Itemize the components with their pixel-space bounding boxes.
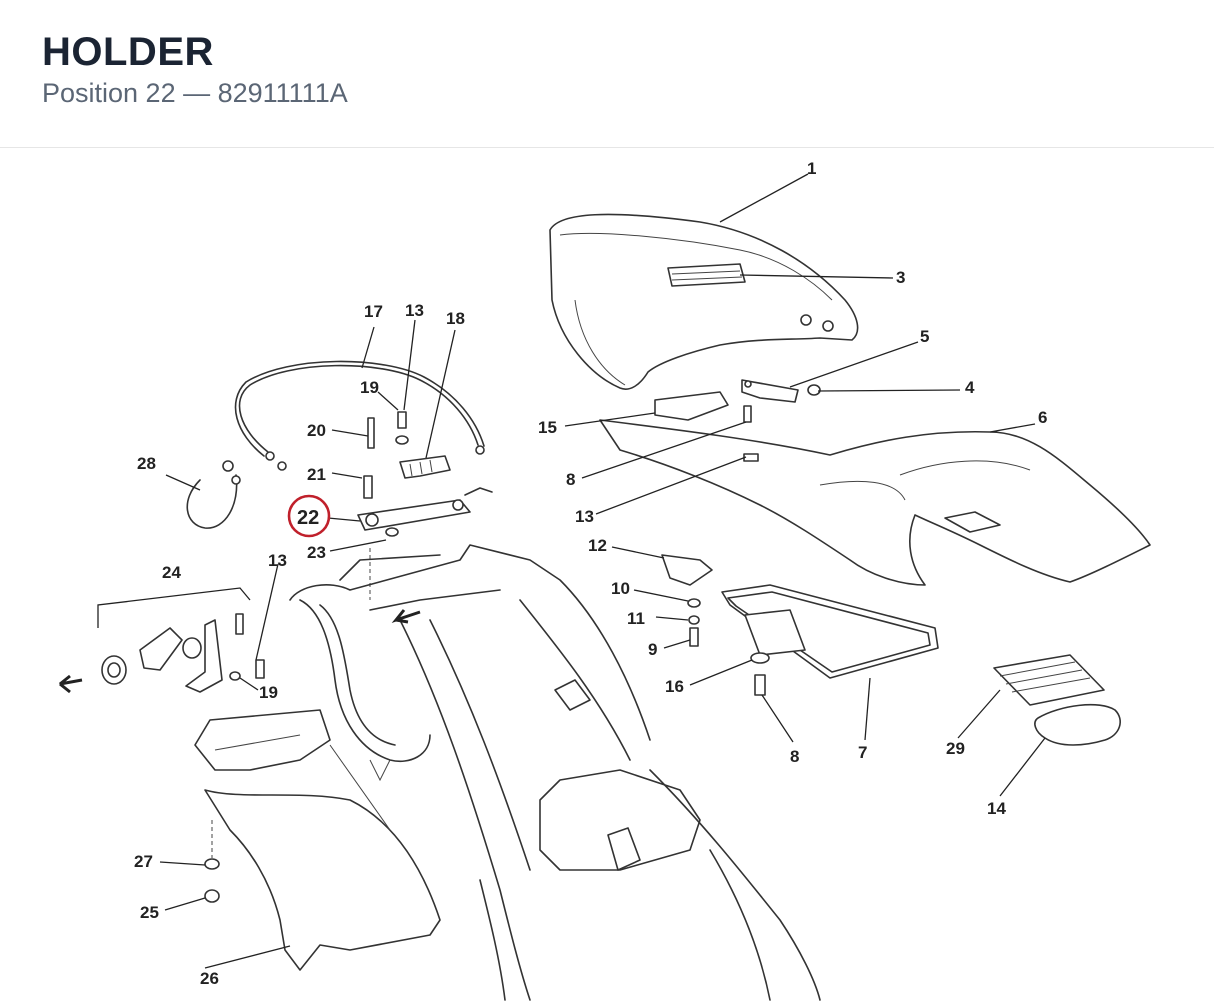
label-23: 23	[307, 543, 326, 562]
label-11: 11	[627, 609, 645, 628]
label-19-left: 19	[259, 683, 278, 702]
tray-part	[721, 584, 939, 679]
lock-group-part	[59, 587, 265, 694]
cable-part	[234, 360, 485, 471]
label-28: 28	[137, 454, 156, 473]
label-5: 5	[920, 327, 929, 346]
highlight-ring	[287, 494, 331, 538]
label-21: 21	[307, 465, 326, 484]
seat-part	[599, 419, 1151, 586]
label-1: 1	[807, 159, 816, 178]
label-18: 18	[446, 309, 465, 328]
label-14: 14	[987, 799, 1006, 818]
label-12: 12	[588, 536, 607, 555]
label-3: 3	[896, 268, 905, 287]
label-15: 15	[538, 418, 557, 437]
label-10: 10	[611, 579, 630, 598]
label-29: 29	[946, 739, 965, 758]
label-27: 27	[134, 852, 153, 871]
page-title: HOLDER	[42, 30, 214, 74]
label-19-top: 19	[360, 378, 379, 397]
label-9: 9	[648, 640, 657, 659]
exploded-parts-diagram: 1 3 5 4 6 15 8 13 17 13 18 19 20 21 22 2…	[59, 159, 1151, 1001]
leader-lines	[159, 173, 1046, 969]
label-25: 25	[140, 903, 159, 922]
page-subtitle: Position 22 — 82911111A	[42, 78, 348, 108]
accessory-parts	[993, 654, 1121, 746]
label-20: 20	[307, 421, 326, 440]
label-17: 17	[364, 302, 383, 321]
lock-assembly	[357, 411, 493, 600]
label-13-left: 13	[268, 551, 287, 570]
label-24: 24	[162, 563, 181, 582]
fastener-stack	[661, 554, 770, 696]
label-8-upper: 8	[566, 470, 575, 489]
helmet-cable-part	[186, 460, 241, 529]
label-16: 16	[665, 677, 684, 696]
page-header: HOLDER Position 22 — 82911111A	[0, 0, 1214, 148]
label-26: 26	[200, 969, 219, 988]
seat-cowl-part	[549, 213, 859, 390]
label-22-highlighted: 22	[297, 507, 319, 529]
rear-undertray-part	[194, 709, 441, 971]
frame-part	[289, 544, 821, 1001]
label-6: 6	[1038, 408, 1047, 427]
label-13-right: 13	[575, 507, 594, 526]
label-13-top: 13	[405, 301, 424, 320]
brackets-part	[654, 379, 821, 462]
callout-labels: 1 3 5 4 6 15 8 13 17 13 18 19 20 21 22 2…	[134, 159, 1047, 988]
label-8-lower: 8	[790, 747, 799, 766]
label-7: 7	[858, 743, 867, 762]
label-4: 4	[965, 378, 975, 397]
